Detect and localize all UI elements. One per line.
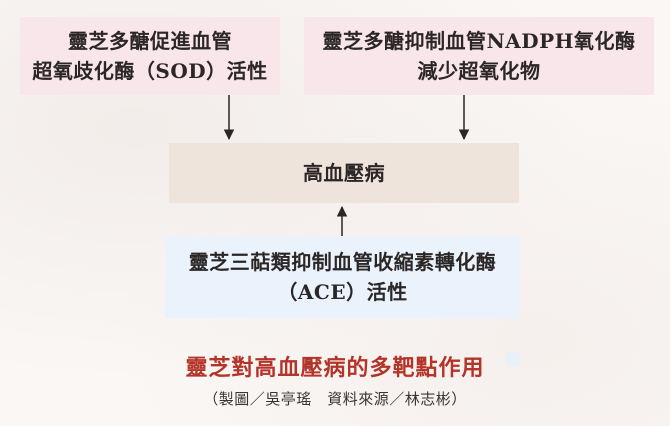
figure-title: 靈芝對高血壓病的多靶點作用 xyxy=(185,355,485,381)
sod-activity-box: 靈芝多醣促進血管 超氧歧化酶（SOD）活性 xyxy=(20,17,280,95)
sod-box-line1: 靈芝多醣促進血管 xyxy=(68,29,232,53)
nadph-box-line1: 靈芝多醣抑制血管NADPH氧化酶 xyxy=(322,29,636,53)
decorative-dot xyxy=(505,351,521,367)
sod-box-line2: 超氧歧化酶（SOD）活性 xyxy=(32,59,268,83)
ace-box-line2: （ACE）活性 xyxy=(277,280,408,304)
nadph-box-line2: 減少超氧化物 xyxy=(417,59,541,83)
hypertension-label: 高血壓病 xyxy=(303,161,385,185)
nadph-oxidase-box: 靈芝多醣抑制血管NADPH氧化酶 減少超氧化物 xyxy=(304,17,654,95)
hypertension-box: 高血壓病 xyxy=(169,143,519,203)
ace-inhibition-box: 靈芝三萜類抑制血管收縮素轉化酶 （ACE）活性 xyxy=(165,236,520,318)
figure-credit: （製圖／吳亭瑤 資料來源／林志彬） xyxy=(203,390,467,408)
ace-box-line1: 靈芝三萜類抑制血管收縮素轉化酶 xyxy=(188,250,497,274)
